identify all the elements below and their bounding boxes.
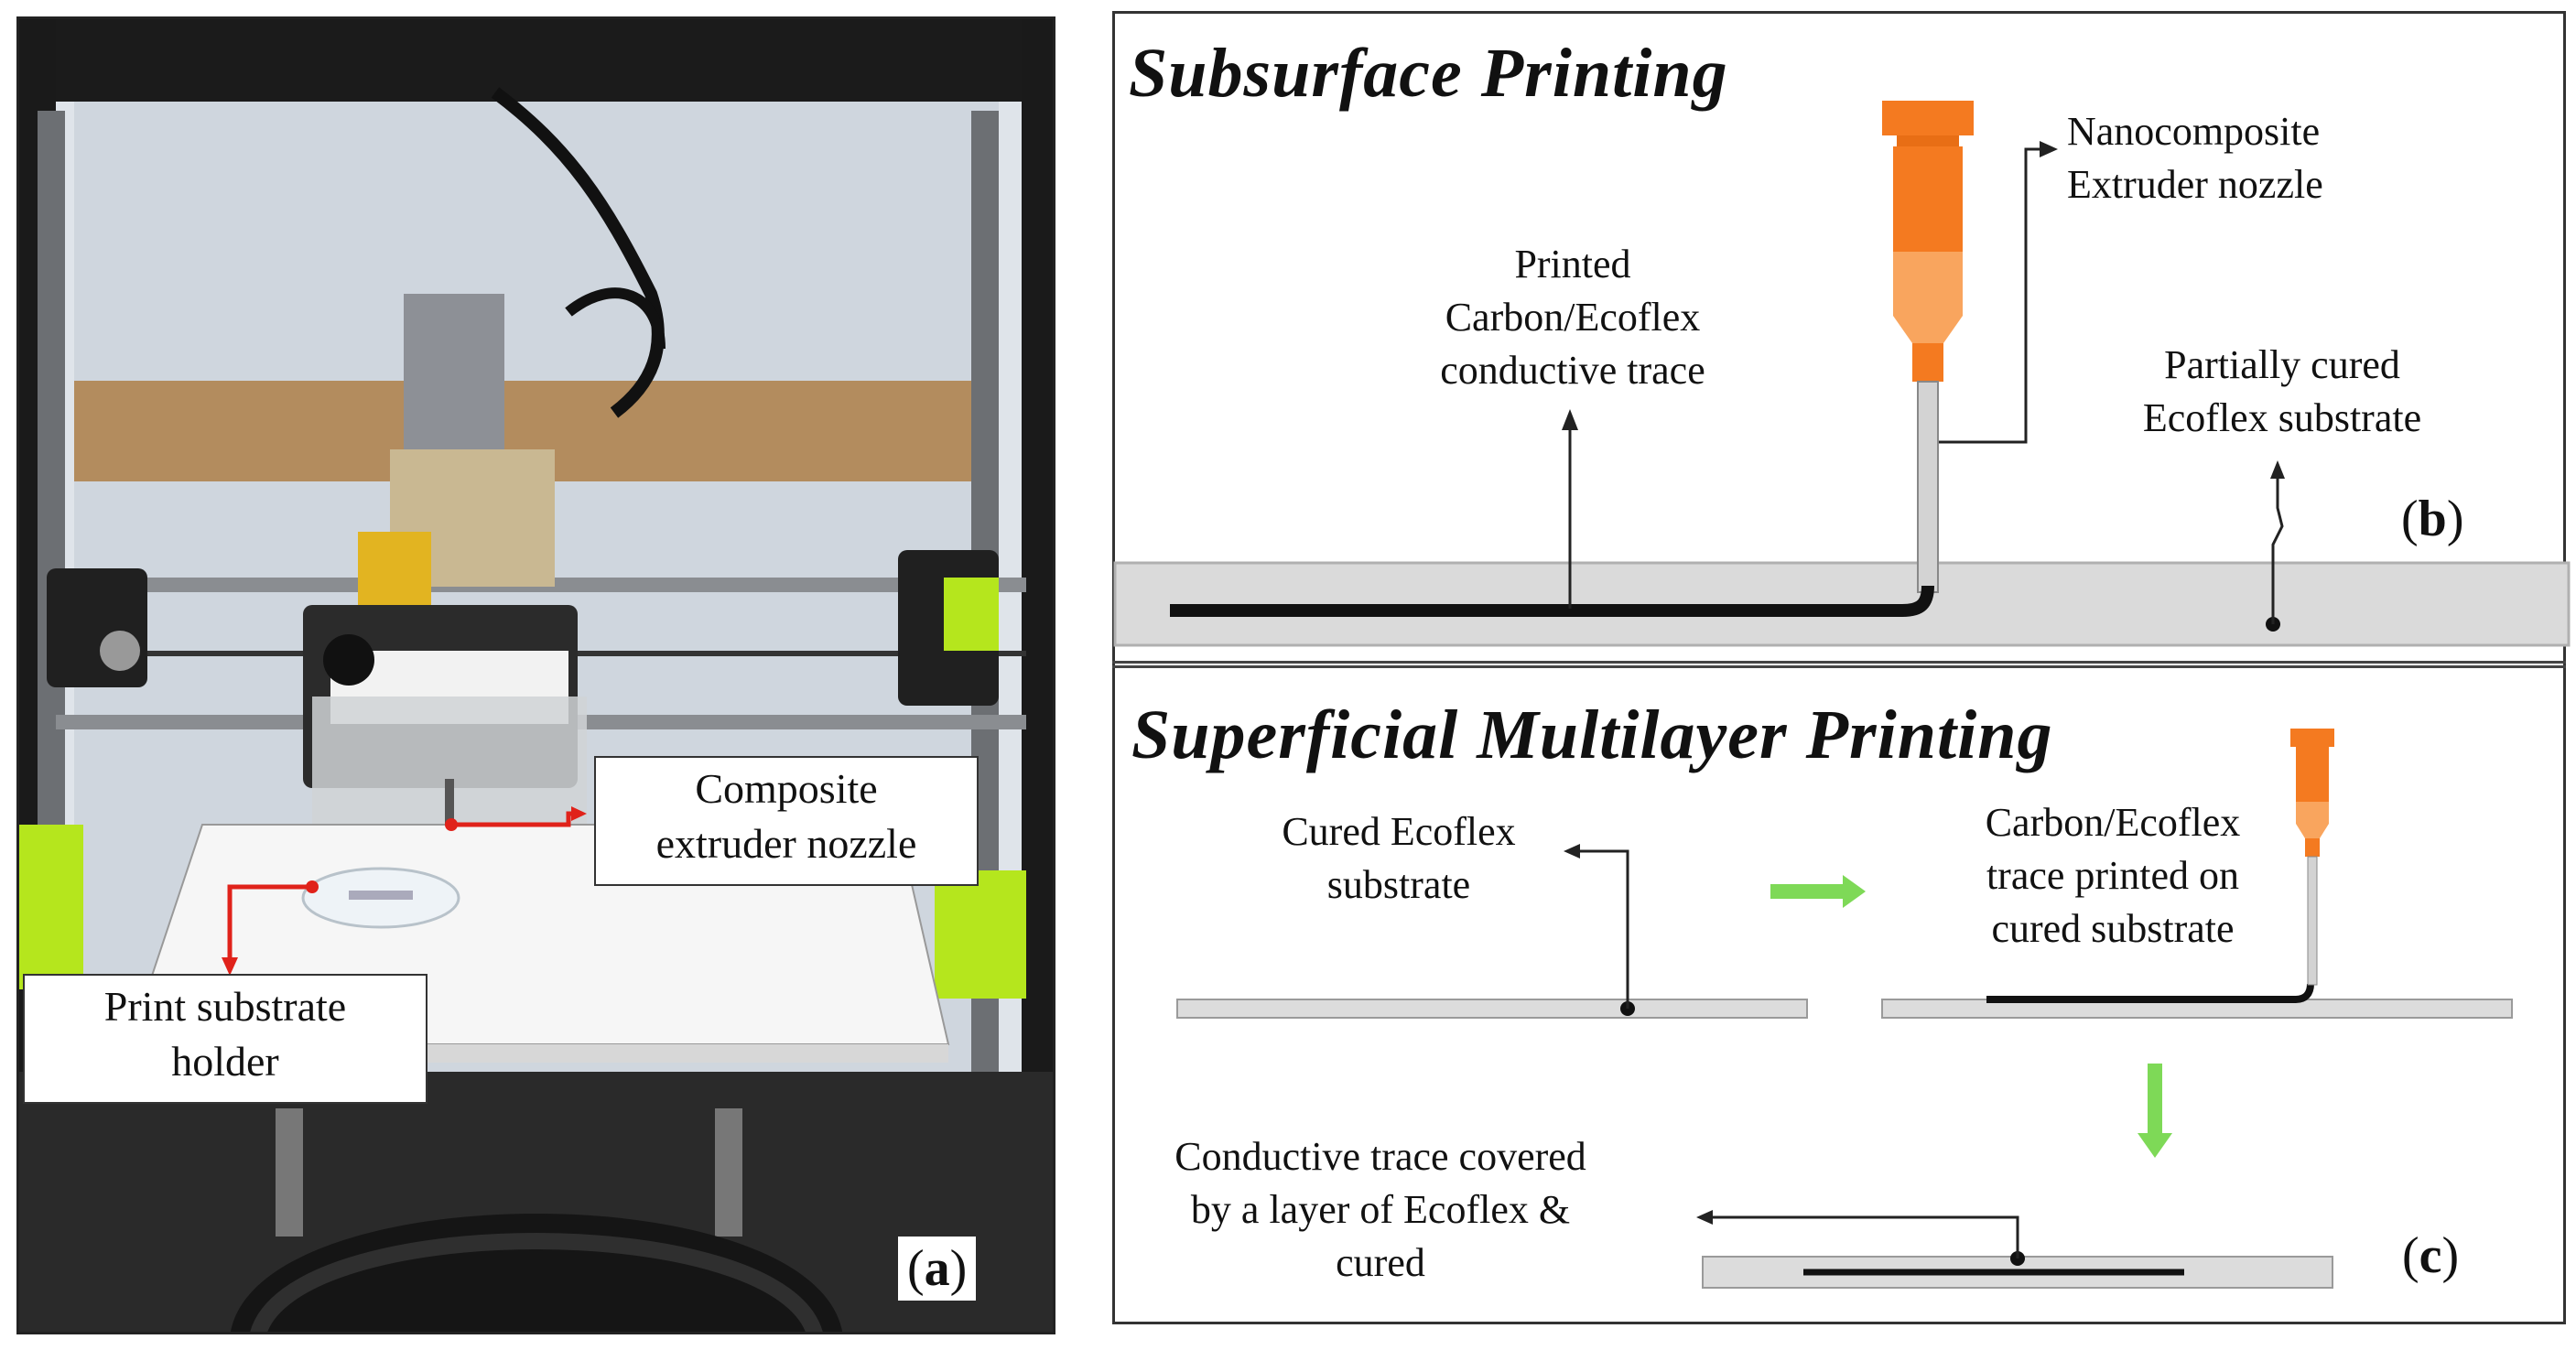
- printed-label-line3: cured substrate: [1991, 906, 2235, 951]
- panel-b-label: (b): [2401, 491, 2464, 547]
- callout-holder-line2: holder: [171, 1038, 279, 1085]
- printed-trace-label: Printed Carbon/Ecoflex conductive trace: [1390, 238, 1756, 397]
- callout-nozzle-line2: extruder nozzle: [655, 820, 917, 867]
- panel-a-letter: a: [924, 1240, 950, 1297]
- printed-label-line1: Carbon/Ecoflex: [1985, 800, 2241, 845]
- substrate-label-line2: Ecoflex substrate: [2142, 395, 2422, 440]
- covered-trace-label: Conductive trace covered by a layer of E…: [1152, 1130, 1609, 1290]
- multilayer-diagram: [1176, 729, 2513, 1289]
- covered-label-line3: cured: [1336, 1240, 1425, 1285]
- cured-substrate-label: Cured Ecoflex substrate: [1243, 805, 1554, 912]
- green-down-arrow: [2148, 1064, 2162, 1137]
- callout-nozzle-line1: Composite: [695, 765, 878, 812]
- subsurface-printing-panel: Subsurface Printing Nanocomposite Extrud…: [1112, 11, 2571, 670]
- panel-divider: [1112, 661, 2566, 668]
- printer-photo-panel: Composite extruder nozzle Print substrat…: [16, 16, 1055, 1334]
- trace-label-line2: Carbon/Ecoflex: [1445, 295, 1701, 340]
- green-right-arrow: [1770, 884, 1847, 899]
- substrate-holder-callout: Print substrate holder: [23, 974, 428, 1104]
- multilayer-title: Superficial Multilayer Printing: [1131, 697, 2053, 773]
- substrate-label-line1: Partially cured: [2164, 342, 2400, 387]
- nozzle-label-line1: Nanocomposite: [2067, 109, 2321, 154]
- composite-nozzle-callout: Composite extruder nozzle: [594, 756, 979, 886]
- cured-label-line1: Cured Ecoflex: [1282, 809, 1516, 854]
- cured-label-line2: substrate: [1326, 862, 1471, 907]
- printer-photo: [19, 19, 1053, 1332]
- nozzle-label-line2: Extruder nozzle: [2067, 162, 2323, 207]
- substrate-label: Partially cured Ecoflex substrate: [2099, 339, 2465, 445]
- covered-label-line1: Conductive trace covered: [1174, 1134, 1586, 1179]
- printed-label-line2: trace printed on: [1986, 853, 2240, 898]
- panel-b-letter: b: [2418, 491, 2447, 547]
- callout-holder-line1: Print substrate: [103, 983, 347, 1030]
- subsurface-diagram: [1113, 101, 2571, 647]
- superficial-multilayer-panel: Superficial Multilayer Printing Cured Ec…: [1112, 668, 2566, 1324]
- printed-trace: [1170, 585, 1934, 617]
- nozzle-label: Nanocomposite Extruder nozzle: [2067, 105, 2323, 211]
- panel-c-label: (c): [2402, 1227, 2460, 1284]
- small-nozzle: [2290, 729, 2334, 986]
- trace-label-line3: conductive trace: [1440, 348, 1705, 393]
- nanocomposite-nozzle: [1882, 101, 1974, 593]
- covered-label-line2: by a layer of Ecoflex &: [1190, 1187, 1571, 1232]
- trace-label-line1: Printed: [1514, 242, 1631, 286]
- panel-a-label: (a): [898, 1237, 977, 1301]
- cured-substrate: [1176, 999, 1808, 1019]
- subsurface-title: Subsurface Printing: [1129, 35, 1728, 112]
- panel-c-letter: c: [2419, 1227, 2442, 1284]
- printed-on-cured-label: Carbon/Ecoflex trace printed on cured su…: [1943, 796, 2282, 956]
